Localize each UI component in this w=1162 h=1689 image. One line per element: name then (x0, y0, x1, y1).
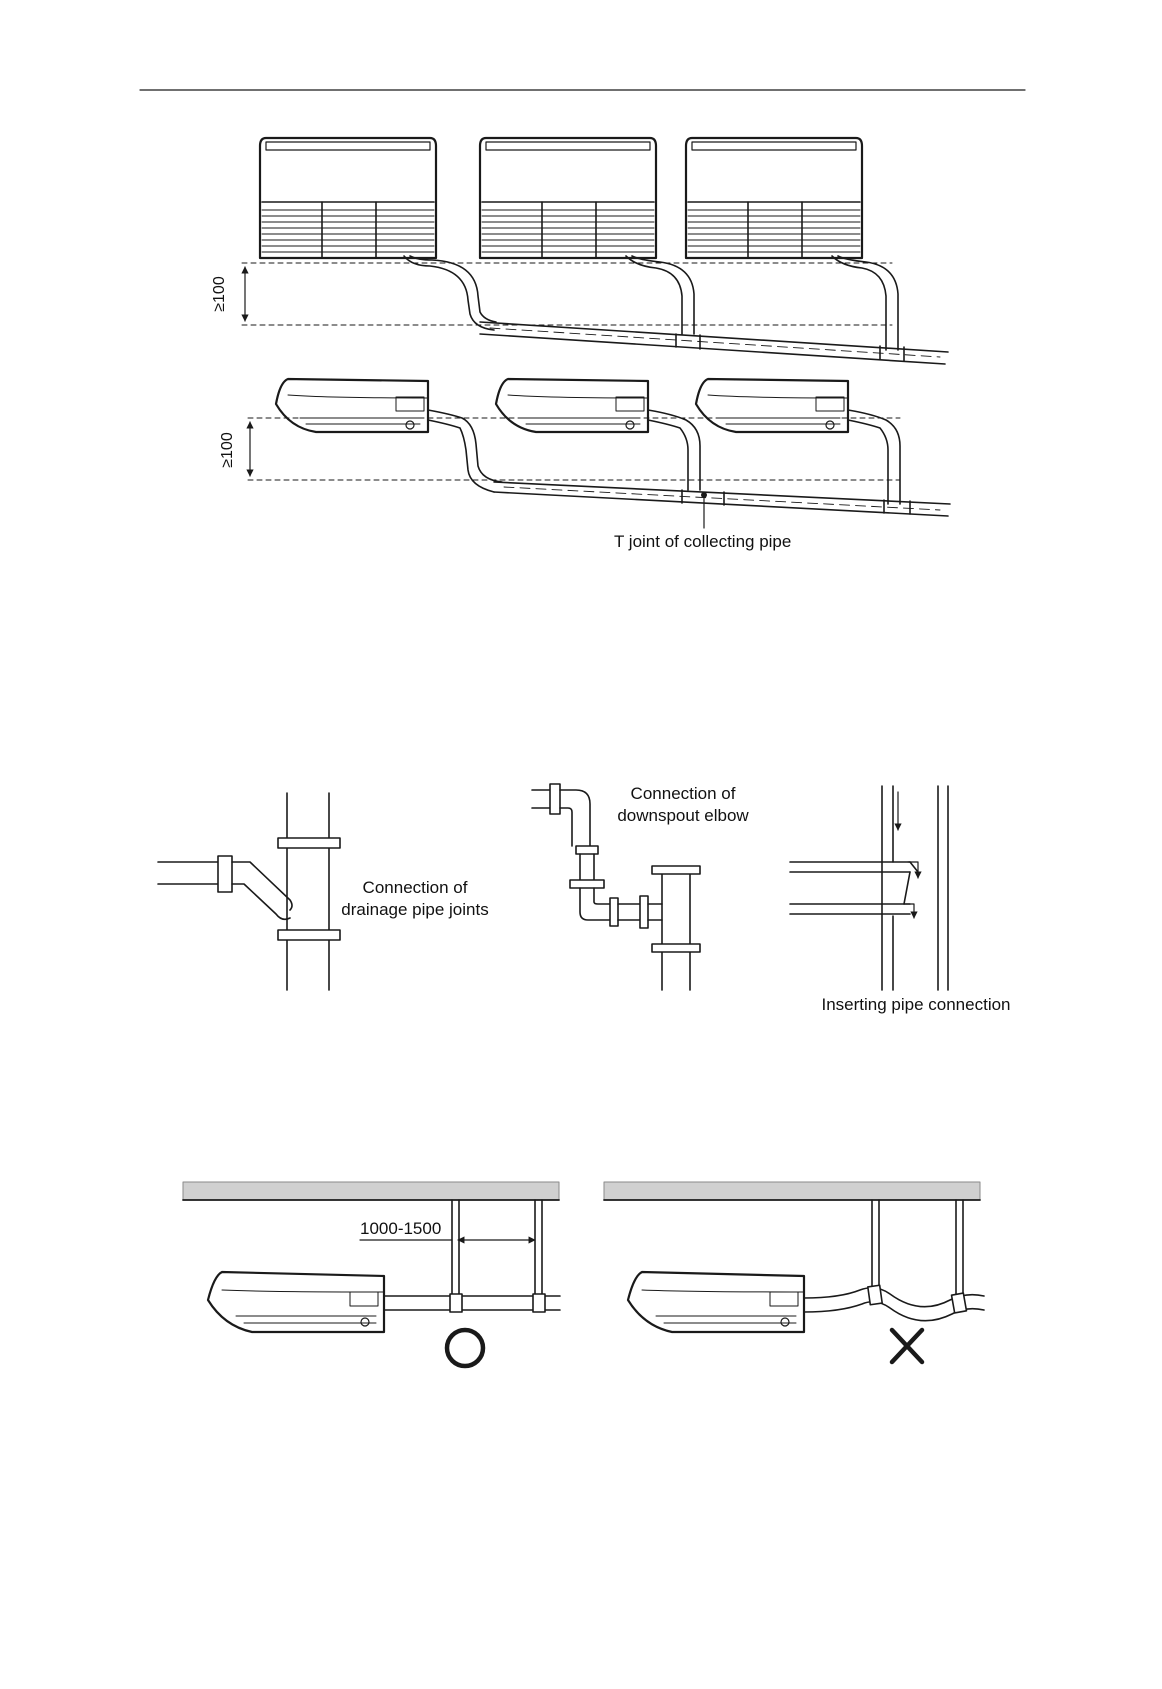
drain-hose-2 (626, 256, 682, 334)
drain-hose-3 (832, 256, 886, 350)
drainage-pipe-joint (158, 793, 340, 990)
collecting-pipe-top (480, 322, 948, 352)
wrong-mark-icon (892, 1330, 922, 1362)
spacing-label: 1000-1500 (360, 1219, 441, 1238)
ceiling-unit-side-1 (276, 379, 428, 432)
drain-hose-1 (404, 256, 494, 330)
ceiling-unit-front-1 (260, 138, 436, 258)
ceiling-unit-front-3 (686, 138, 862, 258)
ceiling-left (183, 1182, 559, 1200)
ceiling-unit-front-2 (480, 138, 656, 258)
downspout-label-line1: Connection of (631, 784, 736, 803)
collecting-pipe-bottom (494, 482, 950, 504)
ceiling-unit-side-2 (496, 379, 648, 432)
dimension-label-top: ≥100 (211, 276, 228, 312)
ceiling-unit-side-3 (696, 379, 848, 432)
inserting-label: Inserting pipe connection (821, 995, 1010, 1014)
wrong-installation (604, 1182, 984, 1332)
ceiling-right (604, 1182, 980, 1200)
inserting-pipe-joint (790, 786, 948, 990)
correct-installation (183, 1182, 560, 1332)
drainage-label-line1: Connection of (363, 878, 468, 897)
dimension-label-bottom: ≥100 (219, 432, 236, 468)
figure-1-top-row (242, 138, 948, 364)
drainage-label-line2: drainage pipe joints (341, 900, 488, 919)
downspout-label-line2: downspout elbow (617, 806, 749, 825)
t-joint-label: T joint of collecting pipe (614, 532, 791, 551)
figure-1-bottom-row (248, 379, 950, 528)
correct-mark-icon (447, 1330, 483, 1366)
